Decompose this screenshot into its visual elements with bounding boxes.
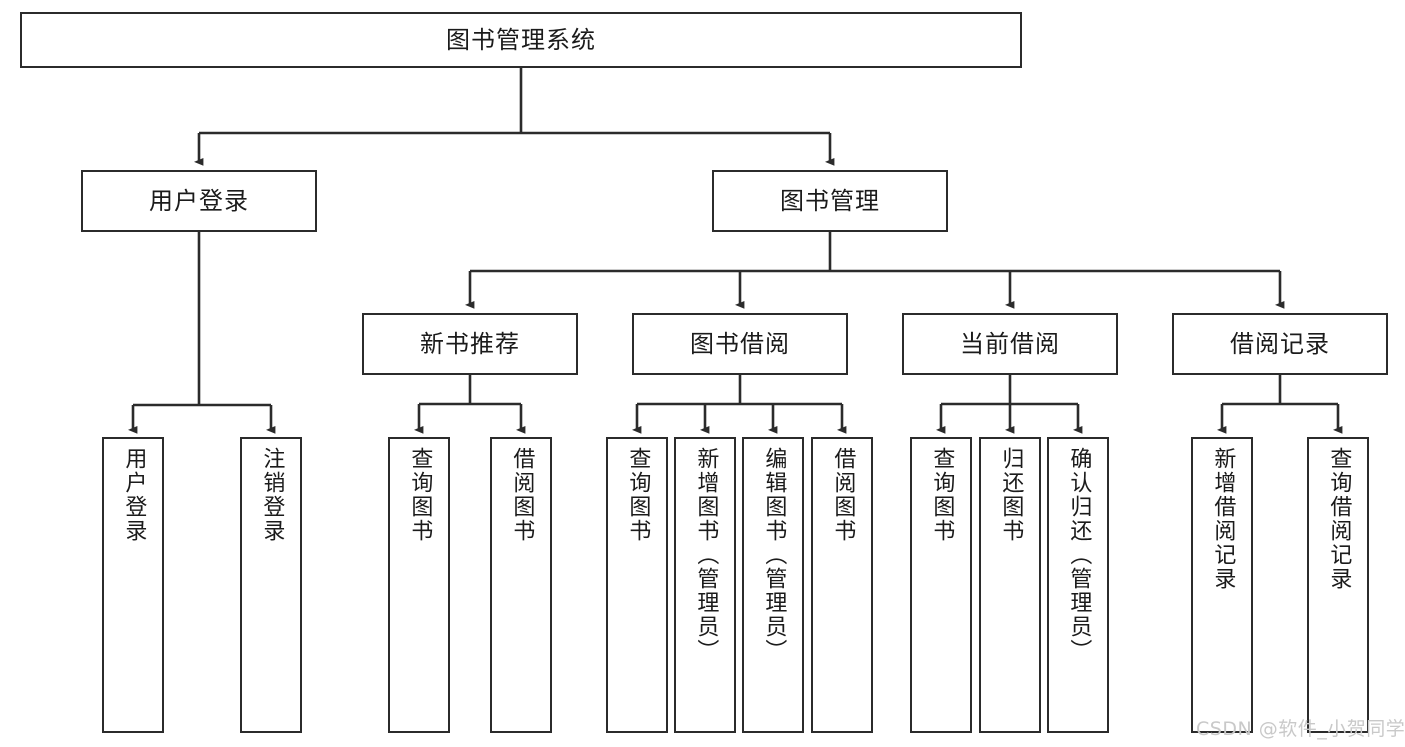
node-label: 确认归还（管理员） — [1066, 447, 1092, 663]
node-label: 查询借阅记录 — [1326, 447, 1352, 591]
node-book-borrow[interactable]: 图书借阅 — [632, 313, 848, 375]
node-label: 图书管理 — [780, 186, 880, 215]
node-new-book-recommend[interactable]: 新书推荐 — [362, 313, 578, 375]
node-label: 新增借阅记录 — [1210, 447, 1236, 591]
node-leaf-query-book-3[interactable]: 查询图书 — [910, 437, 972, 733]
node-label: 查询图书 — [929, 447, 955, 543]
csdn-watermark: CSDN @软件_小贺同学 — [1196, 718, 1405, 740]
node-label: 注销登录 — [259, 447, 285, 543]
node-borrow-record[interactable]: 借阅记录 — [1172, 313, 1388, 375]
node-user-login[interactable]: 用户登录 — [81, 170, 317, 232]
node-leaf-logout[interactable]: 注销登录 — [240, 437, 302, 733]
node-current-borrow[interactable]: 当前借阅 — [902, 313, 1118, 375]
node-leaf-query-book-2[interactable]: 查询图书 — [606, 437, 668, 733]
node-label: 图书借阅 — [690, 329, 790, 358]
node-leaf-confirm-return[interactable]: 确认归还（管理员） — [1047, 437, 1109, 733]
node-label: 查询图书 — [407, 447, 433, 543]
node-label: 新书推荐 — [420, 329, 520, 358]
node-root-system[interactable]: 图书管理系统 — [20, 12, 1022, 68]
node-leaf-query-record[interactable]: 查询借阅记录 — [1307, 437, 1369, 733]
node-label: 查询图书 — [625, 447, 651, 543]
node-label: 用户登录 — [149, 186, 249, 215]
node-leaf-borrow-book-2[interactable]: 借阅图书 — [811, 437, 873, 733]
node-leaf-borrow-book-1[interactable]: 借阅图书 — [490, 437, 552, 733]
node-leaf-return-book[interactable]: 归还图书 — [979, 437, 1041, 733]
node-label: 借阅图书 — [830, 447, 856, 543]
node-label: 借阅记录 — [1230, 329, 1330, 358]
node-label: 归还图书 — [998, 447, 1024, 543]
node-label: 借阅图书 — [509, 447, 535, 543]
node-leaf-user-login[interactable]: 用户登录 — [102, 437, 164, 733]
node-label: 用户登录 — [121, 447, 147, 543]
node-leaf-edit-book[interactable]: 编辑图书（管理员） — [742, 437, 804, 733]
node-label: 当前借阅 — [960, 329, 1060, 358]
node-leaf-add-book[interactable]: 新增图书（管理员） — [674, 437, 736, 733]
node-label: 新增图书（管理员） — [693, 447, 719, 663]
node-label: 编辑图书（管理员） — [761, 447, 787, 663]
node-book-manage[interactable]: 图书管理 — [712, 170, 948, 232]
node-leaf-query-book-1[interactable]: 查询图书 — [388, 437, 450, 733]
node-leaf-add-record[interactable]: 新增借阅记录 — [1191, 437, 1253, 733]
node-label: 图书管理系统 — [446, 25, 596, 54]
